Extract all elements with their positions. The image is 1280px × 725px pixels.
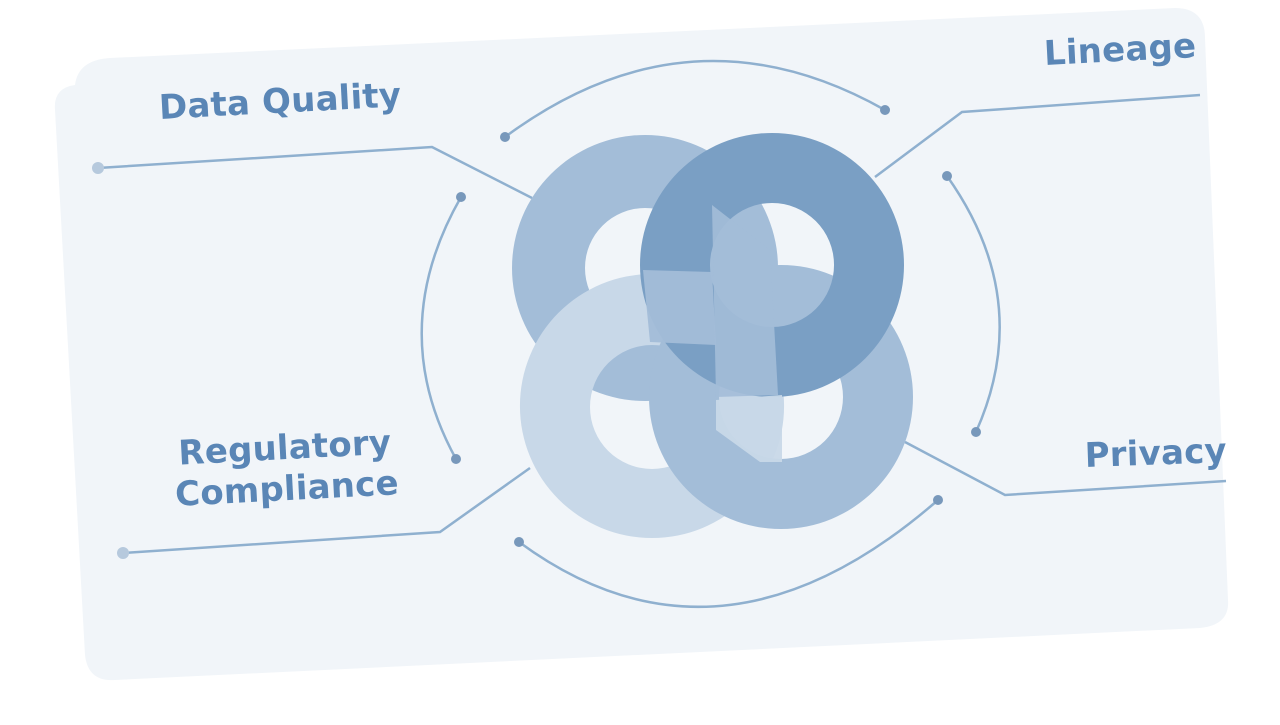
connector-lines [97,59,1227,609]
dot [92,162,104,174]
arc-right [945,175,1001,433]
interlocking-rings-logo [512,133,913,539]
dot [500,132,510,142]
weave-overlap-left [643,270,716,345]
dot [117,547,129,559]
dot [942,171,952,181]
connector-dots [92,105,981,559]
dot [880,105,890,115]
arc-bottom [518,499,939,609]
weave-overlap-center [712,205,778,397]
connector-data-quality [97,145,533,200]
connector-privacy [904,440,1227,497]
dot [933,495,943,505]
dot [451,454,461,464]
label-lineage: Lineage [1043,26,1198,74]
arc-top [504,59,886,139]
dot [514,537,524,547]
connector-regulatory [122,466,531,555]
dot [456,192,466,202]
dot [971,427,981,437]
weave-overlap-bottom [716,395,782,462]
label-privacy: Privacy [1084,431,1228,476]
connector-lineage [874,93,1201,179]
arc-left [420,196,463,460]
label-regulatory-compliance: Regulatory Compliance [172,422,400,515]
